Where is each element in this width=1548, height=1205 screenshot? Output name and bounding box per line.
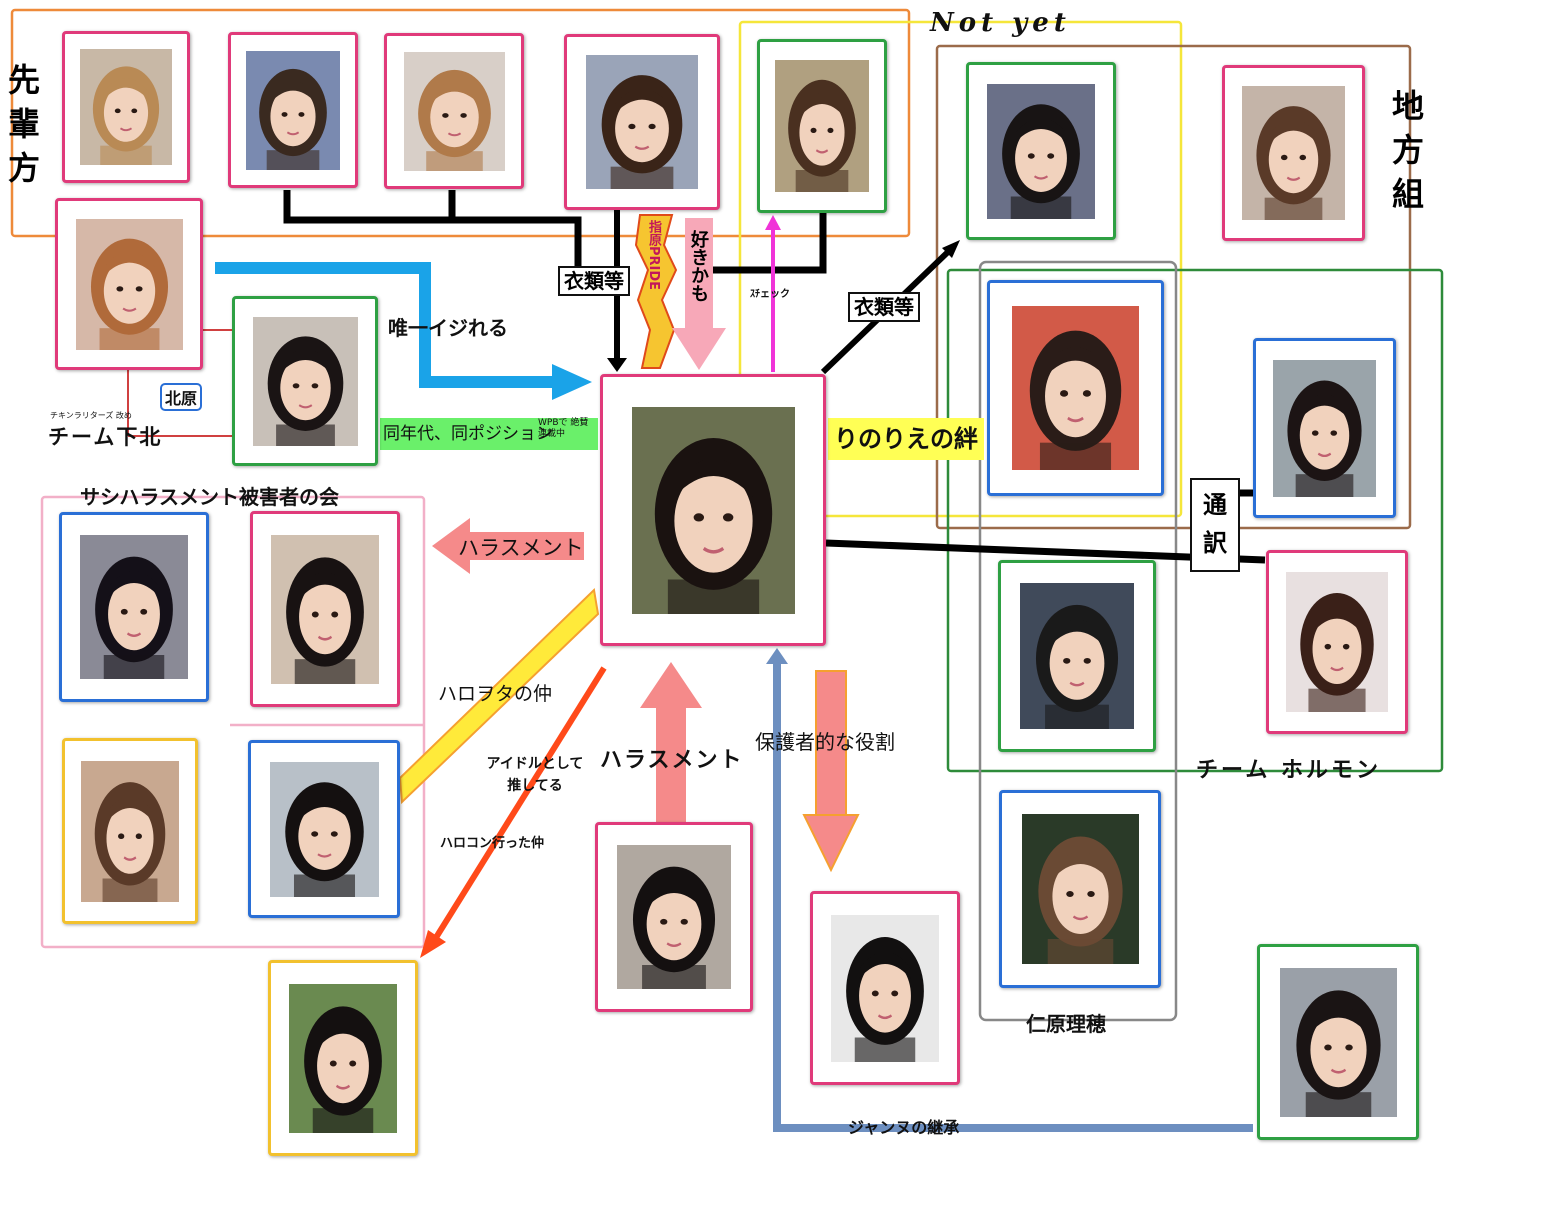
relation-dou-nendai: 同年代、同ポジション WPBで 絶賛連載中 [380, 418, 598, 450]
group-label-nihara: 仁原理穂 [1026, 1012, 1106, 1036]
member-card-horumon-member-2 [1266, 550, 1408, 734]
ijireru-arrow [215, 262, 560, 388]
member-card-senpai-4 [564, 34, 720, 210]
member-photo [253, 317, 358, 446]
member-photo [1280, 968, 1397, 1117]
relation-dou-nendai-text: 同年代、同ポジション [383, 424, 553, 444]
member-card-senpai-3 [384, 33, 524, 189]
member-photo [586, 55, 698, 189]
group-label-shimokita: チーム下北 [48, 425, 163, 449]
pride-flame [634, 214, 678, 369]
member-photo [632, 407, 795, 614]
group-senpai-box [10, 8, 911, 238]
relation-ijireru: 唯一イジれる [388, 316, 508, 340]
member-card-hogosha-member [810, 891, 960, 1085]
member-card-higaisha-3 [62, 738, 198, 924]
relation-hogosha: 保護者的な役割 [755, 730, 895, 754]
member-card-senpai-2 [228, 32, 358, 188]
relation-harassment-left: ハラスメント [458, 536, 584, 560]
member-photo [831, 915, 939, 1062]
member-photo [80, 535, 188, 679]
relation-wpb: WPBで 絶賛連載中 [538, 418, 589, 439]
member-card-chicken-ratters-member [55, 198, 203, 370]
member-card-center-sashihara [600, 374, 826, 646]
member-card-higaisha-4 [248, 740, 400, 918]
member-card-harocon-member [268, 960, 418, 1156]
member-card-nihara-member [999, 790, 1161, 988]
member-photo [775, 60, 869, 192]
relation-ruirui-right: 衣類等 [848, 292, 920, 322]
member-photo [1012, 306, 1139, 470]
member-card-chihou-member-2 [1222, 65, 1365, 241]
member-photo [1022, 814, 1139, 964]
harowota-band [398, 587, 600, 805]
member-photo [617, 845, 731, 989]
member-photo [1020, 583, 1134, 729]
relation-suki-kamo: 好きかも [688, 230, 709, 302]
group-nihara-box [978, 260, 1178, 1022]
member-card-higaisha-1 [59, 512, 209, 702]
relation-check: ｽﾁェック [750, 289, 790, 300]
member-photo [270, 762, 379, 897]
member-card-horumon-member-1 [1253, 338, 1396, 518]
group-label-not-yet: Not yet [930, 8, 1071, 38]
relation-ruirui-top: 衣類等 [558, 266, 630, 296]
group-horumon-box [946, 268, 1444, 773]
member-card-harassment-member [595, 822, 753, 1012]
relation-idol-oshi: アイドルとして 推してる [486, 756, 584, 794]
jeanne-line [773, 660, 1253, 1132]
member-photo [1242, 86, 1345, 220]
member-photo [987, 84, 1095, 219]
group-label-senpai: 先輩方 [7, 61, 40, 187]
member-card-jeanne-member [1257, 944, 1419, 1140]
relation-harassment-bottom: ハラスメント [600, 748, 744, 773]
group-label-higaisha: サシハラスメント被害者の会 [80, 485, 339, 509]
member-photo [81, 761, 179, 902]
member-photo [1286, 572, 1388, 712]
member-card-rinorie-member [987, 280, 1164, 496]
clothes-connector [283, 190, 582, 290]
relation-jeanne: ジャンヌの継承 [848, 1118, 960, 1137]
member-photo [1273, 360, 1376, 497]
member-photo [246, 51, 340, 170]
relation-harowota: ハロヲタの仲 [438, 683, 553, 705]
member-photo [80, 49, 172, 165]
group-higaisha-box [40, 495, 426, 949]
relation-tsuuyaku: 通訳 [1190, 478, 1240, 572]
member-photo [404, 52, 505, 171]
member-photo [76, 219, 183, 350]
member-card-horumon-member-3 [998, 560, 1156, 752]
group-chihou-box [935, 44, 1412, 530]
group-label-chihou: 地方組 [1391, 87, 1424, 213]
relation-kitahara: 北原 [160, 383, 203, 411]
member-card-senpai-1 [62, 31, 190, 183]
member-card-not-yet-member [757, 39, 887, 213]
group-label-horumon: チーム ホルモン [1196, 758, 1381, 783]
relation-harocon: ハロコン行った仲 [440, 836, 545, 851]
member-photo [289, 984, 397, 1133]
relation-rinorie: りのりえの絆 [828, 418, 984, 460]
member-card-shimokita-member [232, 296, 378, 466]
member-photo [271, 535, 379, 684]
relation-sashihara-pride: 指原PRIDE [646, 220, 661, 291]
member-card-chihou-member-1 [966, 62, 1116, 240]
member-card-higaisha-2 [250, 511, 400, 707]
group-label-shimokita-small: チキンラリターズ 改め [50, 411, 132, 420]
